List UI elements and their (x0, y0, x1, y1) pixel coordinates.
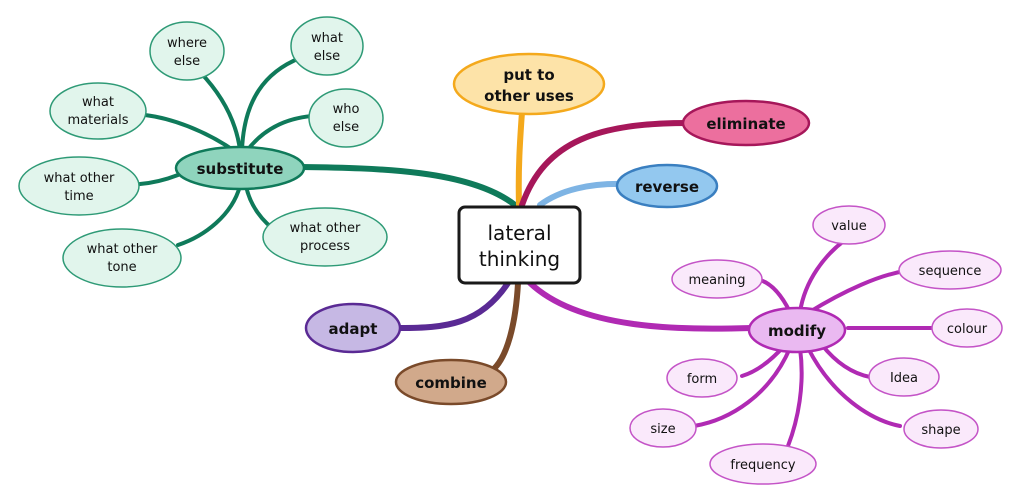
center-label-line1: lateral (488, 221, 552, 245)
connectors (138, 56, 935, 448)
node-where-else: where else (149, 21, 225, 81)
node-combine: combine (394, 358, 508, 406)
center-label-line2: thinking (479, 247, 560, 271)
node-who-else: who else (308, 88, 384, 148)
connector-size (692, 346, 792, 428)
node-what-other-tone: what other tone (62, 228, 182, 288)
connector-substitute (297, 164, 518, 208)
connector-modify (527, 280, 755, 332)
node-idea: Idea (868, 357, 940, 397)
where-else-line2: else (174, 54, 200, 69)
connector-shape (806, 346, 902, 428)
adapt-label: adapt (329, 320, 378, 338)
node-shape: shape (903, 409, 979, 449)
connector-value (798, 238, 847, 314)
what-else-line2: else (314, 49, 340, 64)
sequence-label: sequence (919, 264, 982, 279)
meaning-label: meaning (689, 273, 746, 288)
substitute-children: where else what else what materials who … (18, 16, 388, 288)
connector-who-else (244, 114, 314, 154)
what-other-time-line2: time (64, 189, 93, 204)
node-size: size (629, 408, 697, 448)
combine-label: combine (415, 374, 487, 392)
connector-reverse (537, 180, 628, 208)
what-other-process-line1: what other (290, 221, 361, 236)
form-label: form (687, 372, 717, 387)
what-materials-line1: what (82, 95, 114, 110)
size-label: size (650, 422, 675, 437)
put-to-other-uses-line2: other uses (484, 87, 574, 105)
center-node: lateral thinking (457, 205, 582, 285)
node-what-else: what else (290, 16, 364, 76)
where-else-line1: where (167, 36, 207, 51)
node-eliminate: eliminate (681, 99, 811, 147)
node-frequency: frequency (709, 443, 817, 485)
who-else-line1: who (333, 102, 360, 117)
connector-what-materials (143, 113, 238, 154)
node-what-other-process: what other process (262, 207, 388, 267)
idea-label: Idea (890, 371, 918, 386)
modify-children: value meaning sequence colour form Idea … (629, 205, 1003, 485)
reverse-label: reverse (635, 178, 699, 196)
node-colour: colour (931, 308, 1003, 348)
node-what-materials: what materials (49, 82, 147, 140)
connector-sequence (806, 269, 907, 315)
connector-what-else (240, 56, 302, 152)
connector-idea (820, 343, 872, 379)
what-other-time-line1: what other (44, 171, 115, 186)
connector-what-other-tone (176, 184, 242, 247)
node-adapt: adapt (304, 302, 402, 354)
eliminate-label: eliminate (706, 115, 785, 133)
node-meaning: meaning (671, 259, 763, 299)
what-materials-line2: materials (67, 113, 128, 128)
connector-where-else (198, 70, 242, 152)
node-sequence: sequence (898, 250, 1002, 290)
shape-label: shape (921, 423, 960, 438)
node-modify: modify (747, 306, 847, 354)
value-label: value (831, 219, 867, 234)
what-other-process-line2: process (300, 239, 350, 254)
colour-label: colour (947, 322, 988, 337)
center-box (457, 205, 582, 285)
node-form: form (666, 358, 738, 398)
put-to-other-uses-line1: put to (503, 66, 554, 84)
substitute-label: substitute (197, 160, 284, 178)
what-other-tone-line1: what other (87, 242, 158, 257)
connector-frequency (786, 346, 804, 448)
frequency-label: frequency (730, 458, 796, 473)
node-value: value (812, 205, 886, 245)
connector-what-other-time (138, 173, 180, 186)
node-put-to-other-uses: put to other uses (452, 52, 606, 116)
connector-eliminate (519, 120, 691, 208)
connector-meaning (758, 278, 792, 314)
connector-put-to-other-uses (515, 109, 525, 208)
what-other-tone-line2: tone (107, 260, 136, 275)
node-substitute: substitute (174, 145, 306, 191)
what-else-line1: what (311, 31, 343, 46)
node-what-other-time: what other time (18, 156, 140, 216)
modify-label: modify (768, 322, 826, 340)
who-else-line2: else (333, 120, 359, 135)
node-reverse: reverse (615, 163, 719, 209)
connector-adapt (397, 280, 511, 331)
